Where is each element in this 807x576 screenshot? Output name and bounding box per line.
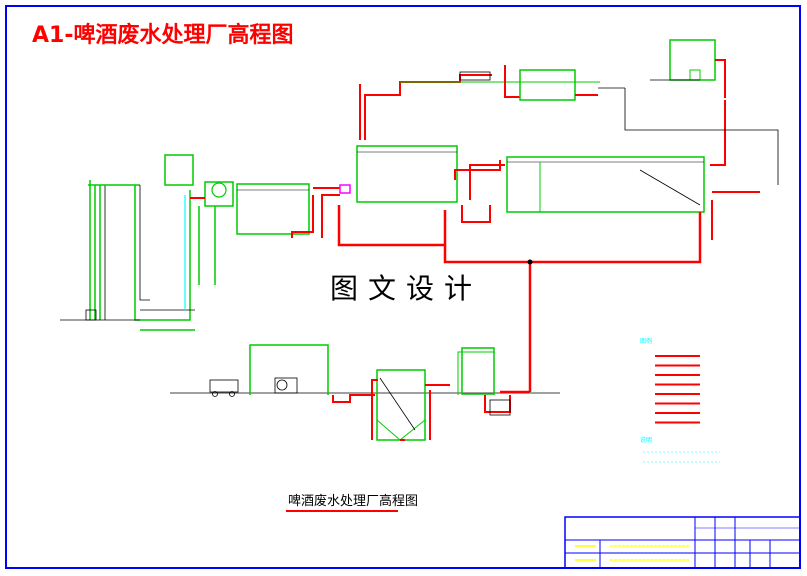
notes-header: 说明: [640, 436, 652, 444]
blower-house: [624, 39, 779, 185]
screen-unit: [190, 181, 234, 285]
legend-header: 图例: [640, 337, 652, 345]
inlet-section: [60, 154, 195, 331]
title-block: [564, 516, 801, 569]
anaerobic-tank: [321, 145, 501, 247]
regulating-tank: [236, 183, 351, 238]
legend: 图例 说明: [640, 337, 720, 463]
drawing-border: [5, 5, 801, 569]
top-units: [359, 65, 625, 140]
cass-tank: [443, 100, 760, 305]
legend-items: [655, 355, 700, 424]
diagram-subtitle: 啤酒废水处理厂高程图: [288, 493, 418, 509]
drawing-title: A1-啤酒废水处理厂高程图: [32, 22, 293, 48]
sludge-section: [170, 305, 560, 441]
center-text: 图文设计: [330, 272, 482, 305]
